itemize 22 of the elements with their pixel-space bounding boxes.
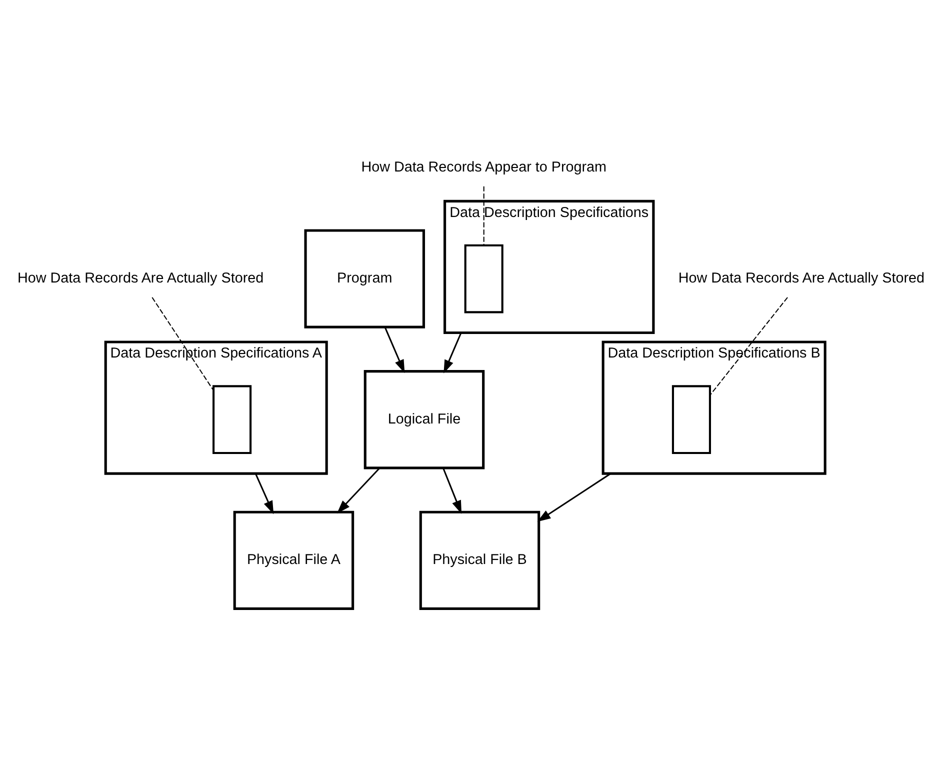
cluster: Data Description Specifications bbox=[443, 200, 654, 334]
node-box: Physical File A bbox=[232, 510, 354, 610]
connector bbox=[709, 297, 788, 396]
connector bbox=[482, 186, 484, 246]
arrow bbox=[443, 332, 462, 374]
arrow bbox=[336, 467, 380, 514]
node-box bbox=[464, 244, 503, 314]
arrow bbox=[536, 472, 611, 522]
arrow bbox=[254, 473, 274, 514]
cluster: Data Description Specifications B bbox=[601, 340, 826, 475]
node-box bbox=[671, 385, 710, 454]
node-text: How Data Records Appear to Program bbox=[360, 160, 606, 176]
node-box bbox=[212, 385, 252, 454]
node-text: How Data Records Are Actually Stored bbox=[678, 270, 924, 287]
connector bbox=[151, 297, 214, 391]
node-box: Program bbox=[304, 229, 424, 328]
cluster: Data Description Specifications A bbox=[104, 340, 328, 475]
arrow bbox=[442, 468, 462, 514]
node-box: Logical File bbox=[363, 370, 484, 470]
node-text: How Data Records Are Actually Stored bbox=[17, 270, 264, 287]
node-box: Physical File B bbox=[418, 510, 540, 610]
arrow bbox=[384, 326, 404, 374]
